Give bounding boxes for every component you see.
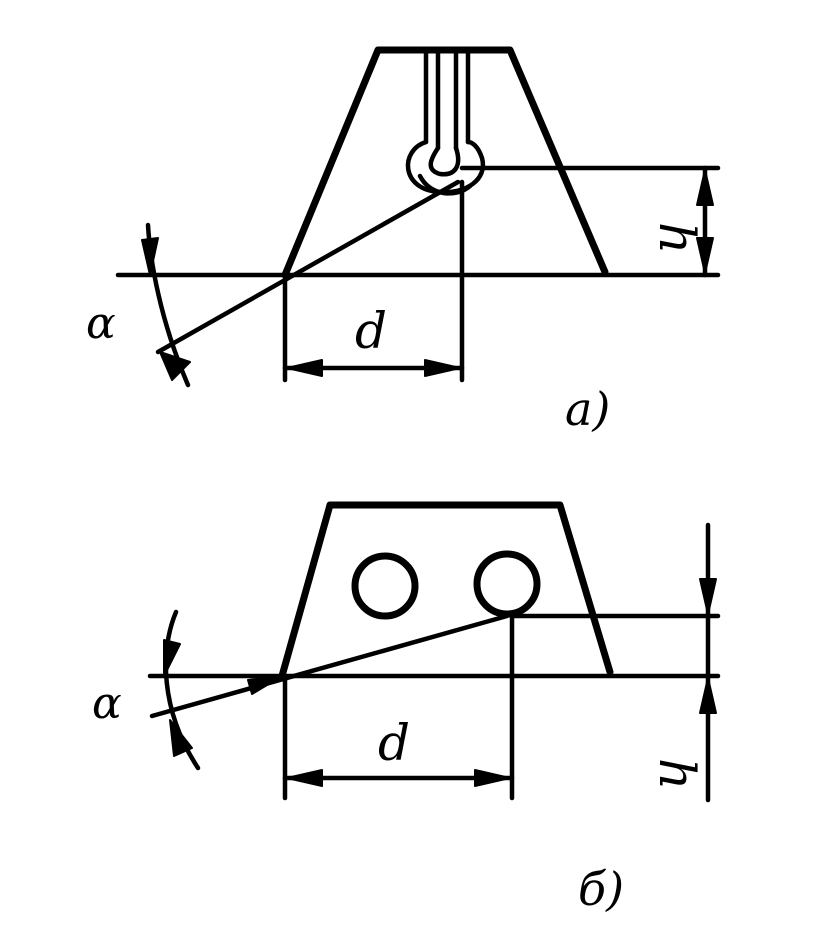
figure-b-hole-right <box>473 550 541 618</box>
figure-a-alpha-arrow-bottom <box>159 351 191 381</box>
figure-b-d-arrow-right <box>474 769 511 787</box>
figure-a-alpha-label: α <box>86 298 116 349</box>
figure-a-h-label: h <box>648 222 706 254</box>
figure-a-d-arrow-left <box>286 359 323 377</box>
figure-b-sight-arrow <box>247 675 283 695</box>
figure-b-h-label: h <box>648 758 706 790</box>
figure-b-d-arrow-left <box>286 769 323 787</box>
figure-b: α d h б) <box>92 501 721 916</box>
figure-a-trapezoid-body <box>281 46 609 279</box>
figure-b-sight-line <box>149 613 510 719</box>
figure-a-h-arrow-bottom <box>696 237 714 274</box>
figure-b-h-arrow-bottom <box>699 677 717 714</box>
figure-a: α d h а) <box>86 46 721 436</box>
figure-b-d-label: d <box>378 714 410 772</box>
figure-b-alpha-arrow-bottom <box>169 719 193 757</box>
figure-a-alpha-arrow-top <box>141 237 159 276</box>
figure-a-sight-line <box>155 179 461 355</box>
figure-b-alpha-arrow-top <box>163 639 181 677</box>
figure-b-h-arrow-top <box>699 578 717 615</box>
figure-a-h-arrow-top <box>696 169 714 206</box>
figure-b-trapezoid-body <box>278 501 614 680</box>
figure-b-hole-left <box>351 552 419 620</box>
figure-a-caption: а) <box>565 382 610 436</box>
figure-a-d-arrow-right <box>424 359 461 377</box>
figure-b-alpha-label: α <box>92 678 122 729</box>
figure-a-d-label: d <box>355 302 387 360</box>
figure-a-keyhole-slot <box>405 49 486 196</box>
figure-b-caption: б) <box>578 862 624 916</box>
